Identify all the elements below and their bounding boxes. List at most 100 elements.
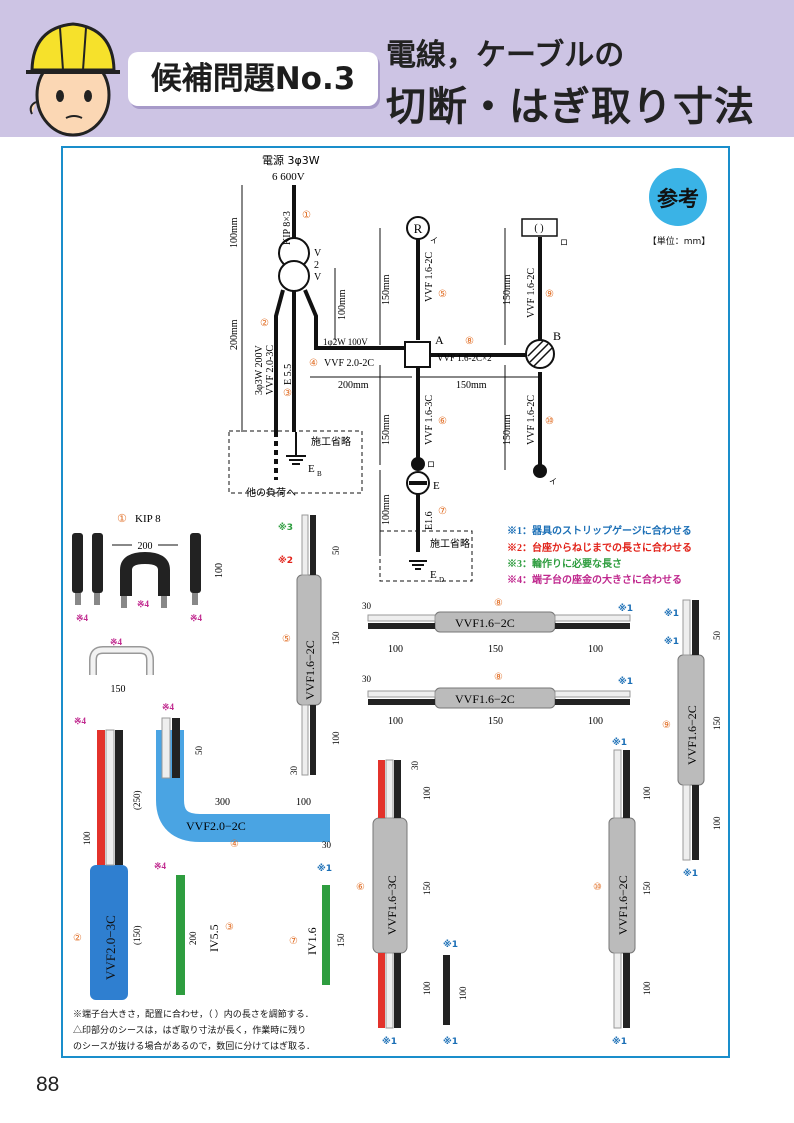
svg-text:100: 100: [422, 786, 432, 800]
svg-text:※1: ※1: [317, 863, 332, 874]
svg-text:④: ④: [230, 839, 239, 850]
note-4: ※4：端子台の座金の大きさに合わせる: [507, 573, 682, 586]
svg-text:VVF 2.0-3C: VVF 2.0-3C: [265, 345, 276, 395]
svg-text:V: V: [314, 248, 322, 259]
svg-text:②: ②: [73, 933, 82, 944]
badge-label: 参考: [657, 187, 699, 211]
svg-text:※1: ※1: [664, 608, 679, 619]
svg-text:VVF2.0−2C: VVF2.0−2C: [186, 819, 246, 833]
svg-text:100: 100: [82, 831, 92, 845]
svg-text:ロ: ロ: [427, 460, 435, 469]
svg-text:150: 150: [422, 881, 432, 895]
svg-text:100mm: 100mm: [229, 217, 240, 248]
svg-text:※4: ※4: [190, 613, 203, 623]
svg-text:2: 2: [314, 260, 319, 271]
svg-text:※4: ※4: [154, 861, 167, 871]
page-title-line1: 電線，ケーブルの: [386, 38, 625, 73]
svg-text:⑤: ⑤: [438, 289, 447, 300]
svg-text:50: 50: [331, 546, 341, 556]
note-3: ※3：輪作りに必要な長さ: [507, 557, 622, 570]
svg-text:100: 100: [588, 716, 603, 727]
page-header: 候補問題No.3 電線，ケーブルの 切断・はぎ取り寸法: [0, 0, 794, 137]
svg-text:③: ③: [283, 388, 292, 399]
note-1: ※1：器具のストリップゲージに合わせる: [507, 524, 692, 537]
svg-text:※4: ※4: [76, 613, 89, 623]
svg-text:100: 100: [642, 981, 652, 995]
svg-text:VVF1.6−2C: VVF1.6−2C: [685, 705, 699, 765]
svg-text:200mm: 200mm: [229, 319, 240, 350]
svg-text:※1: ※1: [612, 1036, 627, 1047]
svg-text:100: 100: [422, 981, 432, 995]
svg-text:VVF 1.6-2C: VVF 1.6-2C: [526, 268, 537, 318]
svg-text:※2: ※2: [278, 555, 293, 566]
svg-text:A: A: [435, 333, 444, 347]
svg-text:150: 150: [111, 684, 126, 695]
svg-text:⑥: ⑥: [438, 416, 447, 427]
svg-text:100: 100: [388, 644, 403, 655]
svg-text:V: V: [314, 272, 322, 283]
svg-text:200: 200: [138, 541, 153, 552]
svg-text:30: 30: [322, 840, 332, 850]
page-number: 88: [36, 1073, 60, 1096]
voltage-label: 6 600V: [272, 171, 305, 183]
note-2: ※2：台座からねじまでの長さに合わせる: [507, 541, 692, 554]
svg-text:VVF1.6−2C: VVF1.6−2C: [455, 692, 515, 706]
svg-text:⑥: ⑥: [356, 882, 365, 893]
svg-text:IV1.6: IV1.6: [305, 927, 319, 955]
footnote-line3: のシースが抜ける場合があるので，数回に分けてはぎ取る．: [73, 1040, 315, 1051]
svg-text:E1.6: E1.6: [424, 511, 435, 530]
svg-text:150: 150: [488, 644, 503, 655]
svg-text:KIP 8: KIP 8: [135, 513, 161, 525]
svg-text:VVF 1.6-2C: VVF 1.6-2C: [526, 395, 537, 445]
svg-text:30: 30: [410, 761, 420, 771]
svg-text:VVF1.6−2C: VVF1.6−2C: [455, 616, 515, 630]
svg-text:IV5.5: IV5.5: [207, 924, 221, 952]
svg-text:100: 100: [388, 716, 403, 727]
svg-text:(150): (150): [132, 926, 142, 946]
svg-text:150: 150: [336, 933, 346, 947]
svg-text:KIP 8×3: KIP 8×3: [282, 211, 293, 245]
svg-text:150mm: 150mm: [502, 414, 513, 445]
svg-text:100: 100: [331, 731, 341, 745]
svg-text:E: E: [308, 463, 315, 475]
svg-text:100: 100: [642, 786, 652, 800]
svg-text:200mm: 200mm: [338, 380, 369, 391]
svg-text:※1: ※1: [443, 939, 458, 950]
svg-text:※1: ※1: [618, 603, 633, 614]
svg-text:①: ①: [302, 210, 311, 221]
svg-text:VVF1.6−2C: VVF1.6−2C: [616, 875, 630, 935]
kip-cables: [72, 533, 201, 608]
worker-helmet-icon: [26, 22, 120, 137]
svg-text:30: 30: [289, 766, 299, 776]
svg-text:100: 100: [588, 644, 603, 655]
svg-text:⑧: ⑧: [494, 672, 503, 683]
svg-text:D: D: [439, 576, 444, 584]
svg-text:3φ3W 200V: 3φ3W 200V: [254, 344, 265, 395]
svg-text:(250): (250): [132, 791, 142, 811]
svg-text:※4: ※4: [110, 637, 123, 647]
svg-text:100: 100: [712, 816, 722, 830]
svg-text:※1: ※1: [618, 676, 633, 687]
svg-text:⑧: ⑧: [465, 336, 474, 347]
svg-text:VVF1.6−2C: VVF1.6−2C: [303, 640, 317, 700]
svg-text:VVF 1.6-2C: VVF 1.6-2C: [424, 252, 435, 302]
svg-text:※4: ※4: [137, 599, 150, 609]
svg-text:100: 100: [458, 986, 468, 1000]
svg-text:※1: ※1: [683, 868, 698, 879]
page-title-line2: 切断・はぎ取り寸法: [386, 84, 755, 130]
svg-text:施工省略: 施工省略: [311, 435, 351, 448]
svg-text:1φ2W 100V: 1φ2W 100V: [323, 337, 368, 347]
svg-text:他の負荷へ: 他の負荷へ: [246, 486, 296, 499]
problem-tag: 候補問題No.3: [128, 52, 378, 106]
svg-text:50: 50: [712, 631, 722, 641]
svg-text:50: 50: [194, 746, 204, 756]
svg-text:300: 300: [215, 797, 230, 808]
svg-text:100mm: 100mm: [337, 289, 348, 320]
svg-text:100: 100: [214, 563, 225, 578]
svg-text:③: ③: [225, 922, 234, 933]
svg-text:ロ: ロ: [560, 238, 568, 247]
svg-text:※1: ※1: [664, 636, 679, 647]
svg-text:R: R: [414, 221, 423, 236]
svg-text:⑤: ⑤: [282, 634, 291, 645]
